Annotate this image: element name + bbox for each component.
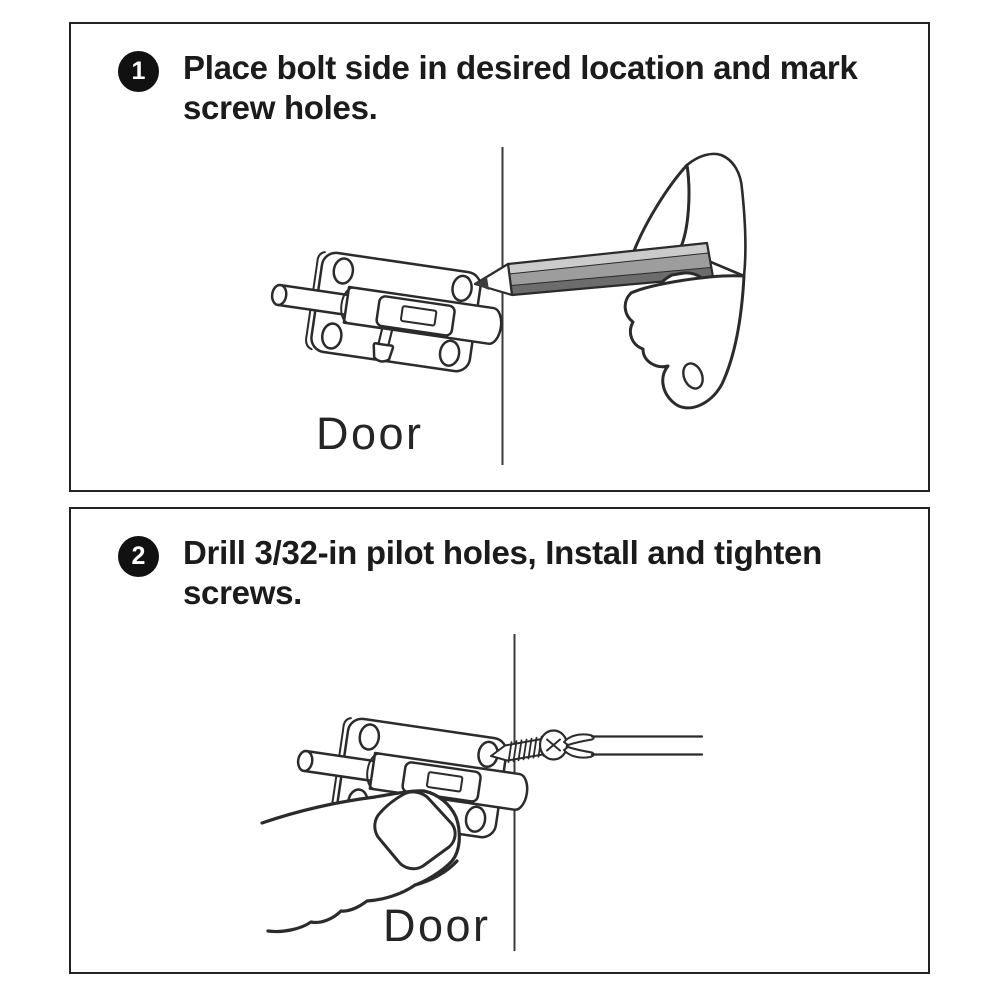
hand-pressing-latch bbox=[260, 789, 461, 934]
screwdriver-shaft bbox=[590, 735, 704, 756]
screw-and-screwdriver bbox=[490, 729, 704, 763]
step-2-badge: 2 bbox=[118, 536, 159, 577]
step-1-panel: 1 Place bolt side in desired location an… bbox=[69, 22, 930, 492]
curled-fingers bbox=[623, 274, 746, 410]
step-1-badge: 1 bbox=[118, 51, 159, 92]
step-1-line-2: screw holes. bbox=[183, 89, 378, 126]
step-2-panel: 2 Drill 3/32-in pilot holes, Install and… bbox=[69, 507, 930, 974]
thumbnail bbox=[373, 790, 457, 871]
step-2-line-2: screws. bbox=[183, 574, 302, 611]
phillips-cross bbox=[546, 738, 561, 752]
step-1-text: Place bolt side in desired location and … bbox=[183, 48, 858, 128]
fingernail bbox=[682, 362, 704, 390]
screwdriver-tip bbox=[563, 733, 595, 746]
thumb-outline bbox=[413, 789, 461, 887]
door-label: Door bbox=[383, 900, 491, 951]
pencil-tip bbox=[473, 262, 514, 297]
step-2-illustration bbox=[260, 634, 704, 951]
step-2-line-1: Drill 3/32-in pilot holes, Install and t… bbox=[183, 534, 822, 571]
step-1-illustration bbox=[263, 147, 747, 465]
pencil bbox=[473, 241, 715, 297]
step-2-text: Drill 3/32-in pilot holes, Install and t… bbox=[183, 533, 822, 613]
barrel-bolt-latch bbox=[263, 243, 510, 380]
hand-bottom-edge bbox=[266, 859, 459, 934]
hand-fingers-front bbox=[623, 271, 746, 410]
door-label: Door bbox=[316, 408, 424, 459]
step-1-line-1: Place bolt side in desired location and … bbox=[183, 49, 858, 86]
